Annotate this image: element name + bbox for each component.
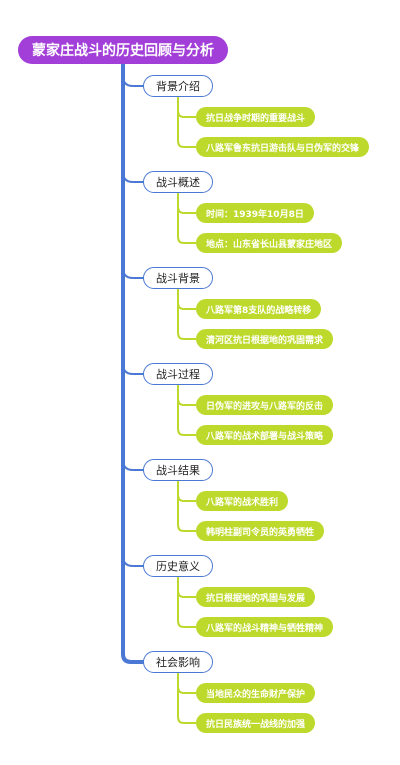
leaf-branch-line [177, 192, 197, 214]
section-topic[interactable]: 战斗背景 [143, 267, 213, 289]
section-branch-line [122, 75, 144, 87]
section-branch-line [122, 267, 144, 279]
section-topic[interactable]: 历史意义 [143, 555, 213, 577]
leaf-branch-line [177, 480, 197, 502]
leaf-topic[interactable]: 当地民众的生命财产保护 [196, 683, 316, 703]
leaf-topic[interactable]: 清河区抗日根据地的巩固需求 [196, 329, 334, 349]
leaf-branch-line [177, 302, 197, 340]
leaf-topic[interactable]: 地点：山东省长山县蒙家庄地区 [196, 233, 343, 253]
leaf-branch-line [177, 398, 197, 436]
leaf-topic[interactable]: 时间：1939年10月8日 [196, 203, 314, 223]
leaf-branch-line [177, 576, 197, 598]
section-branch-line [122, 459, 144, 471]
leaf-branch-line [177, 384, 197, 406]
leaf-topic[interactable]: 八路军鲁东抗日游击队与日伪军的交锋 [196, 137, 370, 157]
leaf-topic[interactable]: 八路军的战术部署与战斗策略 [196, 425, 334, 445]
section-topic[interactable]: 战斗过程 [143, 363, 213, 385]
section-topic[interactable]: 社会影响 [143, 651, 213, 673]
leaf-branch-line [177, 686, 197, 724]
leaf-branch-line [177, 672, 197, 694]
leaf-topic[interactable]: 八路军的战术胜利 [196, 491, 289, 511]
section-branch-line [122, 171, 144, 183]
section-topic[interactable]: 战斗概述 [143, 171, 213, 193]
leaf-branch-line [177, 288, 197, 310]
leaf-topic[interactable]: 抗日民族统一战线的加强 [196, 713, 316, 733]
leaf-branch-line [177, 206, 197, 244]
leaf-branch-line [177, 110, 197, 148]
leaf-topic[interactable]: 抗日根据地的巩固与发展 [196, 587, 316, 607]
section-topic[interactable]: 背景介绍 [143, 75, 213, 97]
leaf-branch-line [177, 590, 197, 628]
leaf-topic[interactable]: 日伪军的进攻与八路军的反击 [196, 395, 334, 415]
section-topic[interactable]: 战斗结果 [143, 459, 213, 481]
leaf-branch-line [177, 96, 197, 118]
leaf-branch-line [177, 494, 197, 532]
root-topic[interactable]: 蒙家庄战斗的历史回顾与分析 [18, 36, 228, 64]
leaf-topic[interactable]: 八路军的战斗精神与牺牲精神 [196, 617, 334, 637]
leaf-topic[interactable]: 抗日战争时期的重要战斗 [196, 107, 316, 127]
section-branch-line [122, 555, 144, 567]
leaf-topic[interactable]: 韩明柱副司令员的英勇牺牲 [196, 521, 325, 541]
leaf-topic[interactable]: 八路军第8支队的战略转移 [196, 299, 322, 319]
trunk-line [121, 58, 145, 664]
section-branch-line [122, 363, 144, 375]
